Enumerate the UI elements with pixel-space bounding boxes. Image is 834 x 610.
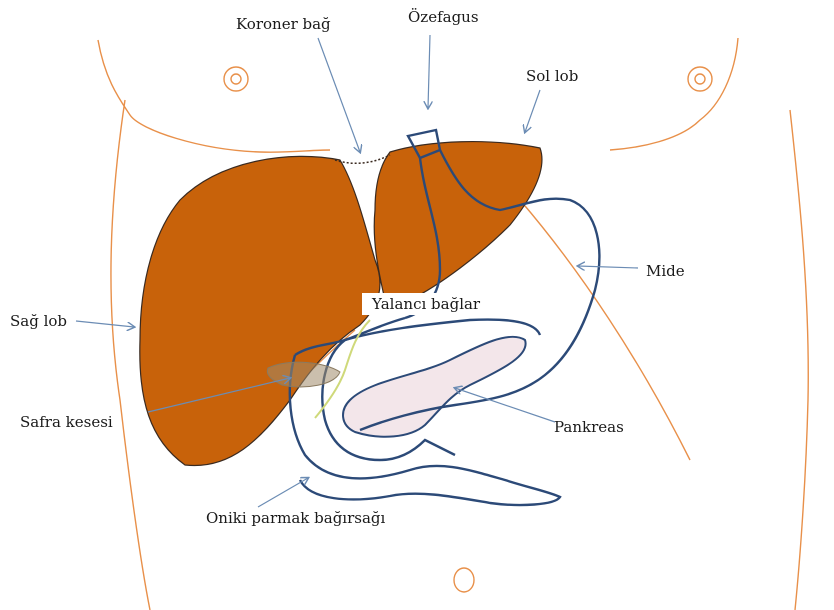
arrow-esophagus [428, 35, 430, 108]
gallbladder [267, 362, 340, 387]
liver-left-lobe [374, 142, 542, 300]
label-coronary-ligament: Koroner bağ [236, 15, 331, 33]
label-right-lobe: Sağ lob [10, 312, 67, 330]
label-gallbladder: Safra kesesi [20, 413, 113, 431]
label-left-lobe: Sol lob [526, 67, 578, 85]
arrow-right-lobe [76, 321, 134, 327]
label-esophagus: Özefagus [408, 8, 479, 26]
coronary-ligament [335, 155, 390, 163]
label-stomach: Mide [646, 262, 685, 280]
arrow-coronary-ligament [318, 38, 360, 152]
arrow-duodenum [258, 478, 308, 507]
arrow-left-lobe [525, 90, 540, 132]
label-false-ligaments: Yalancı bağlar [371, 295, 481, 313]
label-duodenum: Oniki parmak bağırsağı [206, 509, 386, 527]
pancreas [343, 337, 526, 437]
arrow-stomach [578, 266, 638, 268]
arrow-pancreas [455, 388, 555, 422]
label-pancreas: Pankreas [554, 418, 624, 436]
